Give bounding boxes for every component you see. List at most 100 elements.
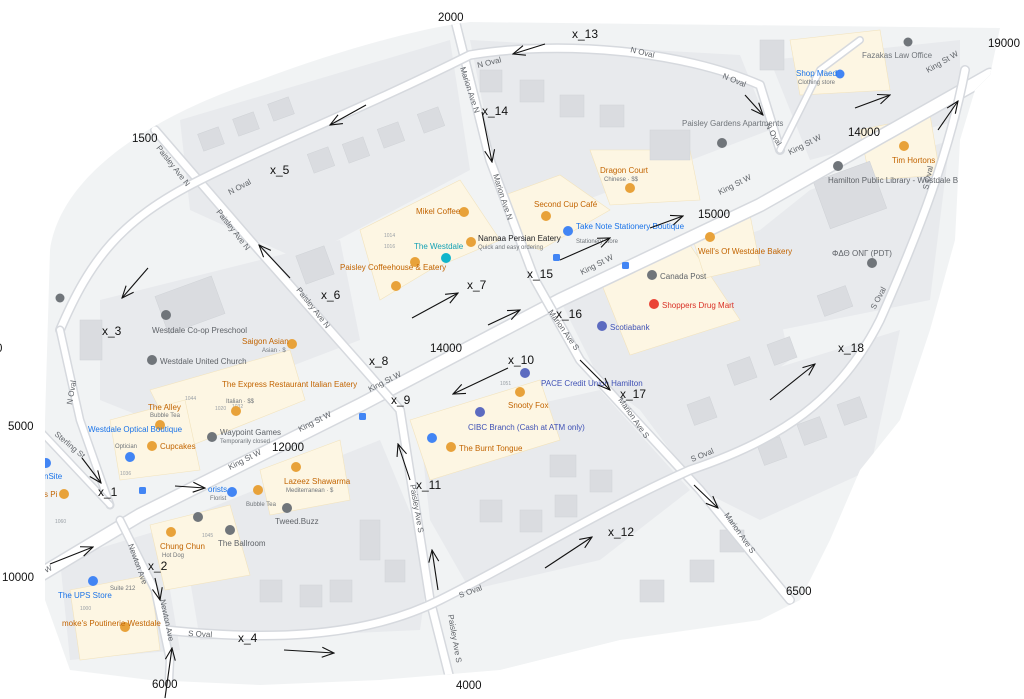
map-pin-icon [225, 525, 235, 535]
poi-tweed-buzz[interactable]: Tweed.Buzz [275, 503, 319, 526]
building [836, 396, 868, 426]
poi-bubble-tea[interactable]: Bubble Tea [246, 485, 277, 508]
map-pin-icon [161, 310, 171, 320]
poi-cibc[interactable]: CIBC Branch (Cash at ATM only) [468, 407, 585, 432]
building [299, 584, 323, 608]
poi-paisley-coffeehouse[interactable]: Paisley Coffeehouse & Eatery [340, 257, 446, 291]
shopping-bag-icon [835, 69, 845, 79]
poi-paisley-gardens[interactable]: Paisley Gardens Apartments [682, 119, 783, 148]
poi-wells-of-westdale[interactable]: Well's Of Westdale Bakery [698, 232, 792, 256]
var-x16: x_16 [556, 307, 582, 321]
poi-westdale-coop[interactable]: Westdale Co-op Preschool [152, 310, 247, 335]
num-2000: 2000 [438, 12, 464, 24]
poi-label: Dragon Court [600, 166, 649, 175]
poi-hamilton-library[interactable]: Hamilton Public Library - Westdale Branc… [828, 161, 978, 185]
poi-scotiabank[interactable]: Scotiabank [597, 321, 651, 332]
sterling-st [45, 417, 113, 508]
commercial-zone-10 [149, 504, 251, 591]
num-19000: 19000 [988, 38, 1020, 50]
poi-second-cup[interactable]: Second Cup Café [534, 200, 598, 221]
var-x14: x_14 [482, 104, 508, 118]
poi-label: Paisley Gardens Apartments [682, 119, 783, 128]
poi-nanna[interactable]: Nannaa Persian Eatery Quick and easy ord… [466, 234, 561, 251]
arrow-x15a [559, 238, 610, 261]
poi-left-pi[interactable]: s Pi [44, 489, 69, 499]
poi-shoppers[interactable]: Shoppers Drug Mart [649, 299, 735, 310]
poi-label: The Express Restaurant Italian Eatery [222, 380, 357, 389]
bus-stop-icon [622, 262, 629, 269]
poi-label: moke's Poutinerie Westdale [62, 619, 161, 628]
poi-saigon-asian[interactable]: Saigon Asian Asian · $ [242, 337, 297, 354]
poi-snooty-fox[interactable]: Snooty Fox [508, 387, 548, 410]
fork-knife-icon [625, 183, 635, 193]
poi-the-alley[interactable]: The Alley Bubble Tea [148, 403, 181, 430]
bus-stop-icon [139, 487, 146, 494]
poi-label: Take Note Stationery Boutique [576, 222, 685, 231]
num-6000: 6000 [152, 679, 178, 691]
shopping-bag-icon [427, 433, 437, 443]
arrow-x13 [513, 43, 546, 54]
map-pin-icon [55, 293, 65, 303]
poi-label: Mikel Coffee [416, 207, 461, 216]
building-number: 1044 [185, 396, 196, 402]
poi-lazeez[interactable]: Lazeez Shawarma Mediterranean · $ [284, 462, 351, 494]
var-x2: x_2 [148, 559, 168, 573]
poi-site[interactable]: nSite [41, 458, 63, 481]
bus-stop-icon [553, 254, 560, 261]
poi-burnt-tongue[interactable]: The Burnt Tongue [427, 433, 523, 453]
poi-tim-hortons[interactable]: Tim Hortons [892, 141, 935, 165]
building-number: 1036 [120, 471, 131, 477]
num-0: 0 [0, 343, 2, 355]
fork-knife-icon [391, 281, 401, 291]
arrow-x14 [481, 111, 492, 162]
poi-shop-maed[interactable]: Shop Maed Clothing store [796, 69, 845, 86]
library-building [812, 160, 888, 230]
fork-knife-icon [120, 622, 130, 632]
var-x9: x_9 [391, 393, 411, 407]
num-5000: 5000 [8, 421, 34, 433]
var-x7: x_7 [467, 278, 487, 292]
poi-label: Chung Chun [160, 542, 205, 551]
building [519, 79, 545, 103]
arrow-x2 [155, 577, 160, 600]
poi-label: Hamilton Public Library - Westdale Branc… [828, 176, 978, 185]
poi-mikel-coffee[interactable]: Mikel Coffee [416, 207, 469, 217]
poi-sublabel: Temporarily closed [220, 439, 270, 445]
poi-the-westdale[interactable]: The Westdale [414, 242, 464, 263]
poi-canada-post[interactable]: Canada Post [647, 270, 707, 281]
poi-pace-credit[interactable]: PACE Credit Union Hamilton [520, 368, 643, 388]
block-south-east [640, 330, 900, 520]
poi-cupcakes[interactable]: Cupcakes [147, 441, 196, 451]
arrow-x20 [854, 95, 890, 109]
poi-waypoint-games[interactable]: Waypoint Games Temporarily closed [207, 428, 281, 445]
poi-florists[interactable]: orists Florist [208, 485, 237, 502]
poi-label: orists [208, 485, 227, 494]
poi-dragon-court[interactable]: Dragon Court Chinese · $$ [600, 166, 649, 193]
shopping-bag-icon [88, 576, 98, 586]
poi-phi-delta[interactable]: ΦΔΘ ONΓ (PDT) [832, 249, 892, 268]
poi-fazakas[interactable]: Fazakas Law Office [862, 37, 933, 61]
poi-westdale-united[interactable]: Westdale United Church [147, 355, 247, 366]
num-10000: 10000 [2, 572, 34, 584]
fork-knife-icon [291, 462, 301, 472]
var-x4: x_4 [238, 631, 258, 645]
var-x5: x_5 [270, 163, 290, 177]
poi-the-ballroom[interactable]: The Ballroom [193, 512, 266, 548]
poi-chung-chun[interactable]: Chung Chun Hot Dog [160, 527, 205, 559]
coffee-cup-icon [253, 485, 263, 495]
poi-poutinerie[interactable]: moke's Poutinerie Westdale [62, 619, 161, 632]
poi-ups-store[interactable]: The UPS Store Suite 212 [58, 576, 136, 600]
street-label-s-oval: S Oval [188, 629, 213, 639]
building [816, 285, 854, 317]
poi-label: The UPS Store [58, 591, 112, 600]
building [589, 469, 613, 493]
building [519, 509, 543, 533]
poi-sublabel: Bubble Tea [150, 413, 181, 419]
poi-label: Tim Hortons [892, 156, 935, 165]
poi-label: nSite [44, 472, 63, 481]
num-6500: 6500 [786, 586, 812, 598]
poi-westdale-optical[interactable]: Westdale Optical Boutique Optician [88, 425, 183, 462]
arrow-x7b [487, 310, 520, 326]
poi-express-restaurant[interactable]: The Express Restaurant Italian Eatery It… [222, 380, 357, 416]
poi-sublabel: Italian · $$ [226, 399, 255, 405]
